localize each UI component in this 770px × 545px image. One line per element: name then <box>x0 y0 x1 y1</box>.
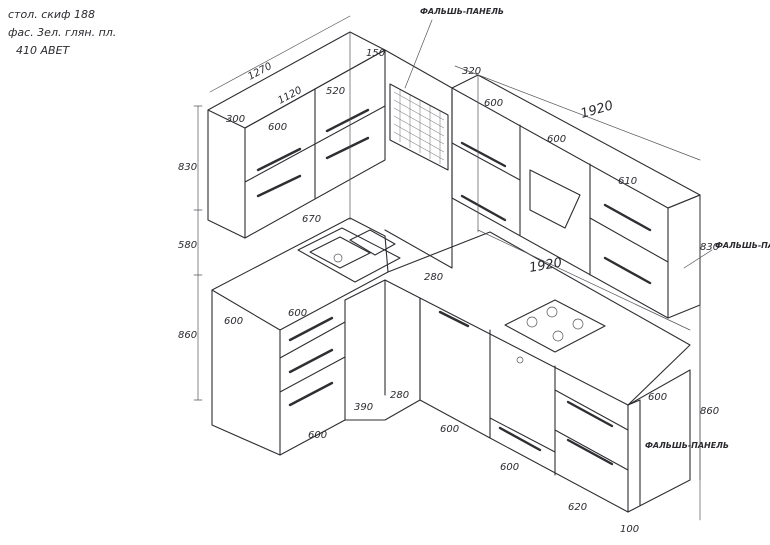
dim-sink-offset: 670 <box>302 214 321 225</box>
dim-right-upper-height: 830 <box>700 242 719 253</box>
dimension-lines <box>193 15 701 521</box>
dim-upper-height: 830 <box>178 162 197 173</box>
dim-upper-depth: 300 <box>226 114 245 125</box>
dim-right-base-height: 860 <box>700 406 719 417</box>
dim-base-right-door-b: 600 <box>500 462 519 473</box>
dim-upper-right-door-b: 600 <box>547 134 566 145</box>
dim-corner-depth: 280 <box>424 272 443 283</box>
dim-false-panel-top: 150 <box>366 48 385 59</box>
dim-base-right-end: 100 <box>620 524 639 535</box>
false-panel-label-base: ФАЛЬШЬ-ПАНЕЛЬ <box>645 441 729 450</box>
upper-left-cabinet <box>207 31 386 239</box>
false-panel-label-top: ФАЛЬШЬ-ПАНЕЛЬ <box>420 7 504 16</box>
upper-false-panel: ФАЛЬШЬ-ПАНЕЛЬ <box>384 7 504 269</box>
dim-backsplash-height: 580 <box>178 240 197 251</box>
dim-base-depth-left: 600 <box>224 316 243 327</box>
dim-upper-right-depth: 320 <box>462 66 481 77</box>
base-left-cabinets <box>211 217 401 456</box>
dim-upper-right-door-a: 600 <box>484 98 503 109</box>
cooktop <box>504 299 606 353</box>
note-line-1: стол. скиф 188 <box>8 8 95 21</box>
dim-upper-door-a: 600 <box>268 122 287 133</box>
dim-corner-bottom-a: 390 <box>354 402 373 413</box>
note-line-2: фас. 3ел. глян. пл. <box>8 26 116 39</box>
dim-corner-bottom-b: 280 <box>390 390 409 401</box>
dim-upper-right-width: 1920 <box>579 98 615 122</box>
dim-base-bottom-left: 600 <box>308 430 327 441</box>
upper-right-cabinets <box>451 74 701 319</box>
dim-upper-right-door-c: 610 <box>618 176 637 187</box>
dim-upper-width-total: 1270 <box>246 61 274 83</box>
dim-base-right-depth: 600 <box>648 392 667 403</box>
note-line-3: 410 АВЕТ <box>16 44 71 57</box>
dim-upper-door-b: 520 <box>326 86 345 97</box>
sink <box>297 227 401 283</box>
dim-base-front-left: 600 <box>288 308 307 319</box>
dim-base-height: 860 <box>178 330 197 341</box>
spec-notes: стол. скиф 188 фас. 3ел. глян. пл. 410 А… <box>8 8 116 57</box>
false-panel-label-right: ФАЛЬШЬ-ПАНЕЛЬ <box>715 241 770 250</box>
base-right-cabinets: ФАЛЬШЬ-ПАНЕЛЬ ФАЛЬШЬ-ПАНЕЛЬ <box>387 231 770 513</box>
dim-base-right-width: 1920 <box>528 255 563 276</box>
dim-base-right-door-a: 600 <box>440 424 459 435</box>
dim-base-right-bottom: 620 <box>568 502 587 513</box>
